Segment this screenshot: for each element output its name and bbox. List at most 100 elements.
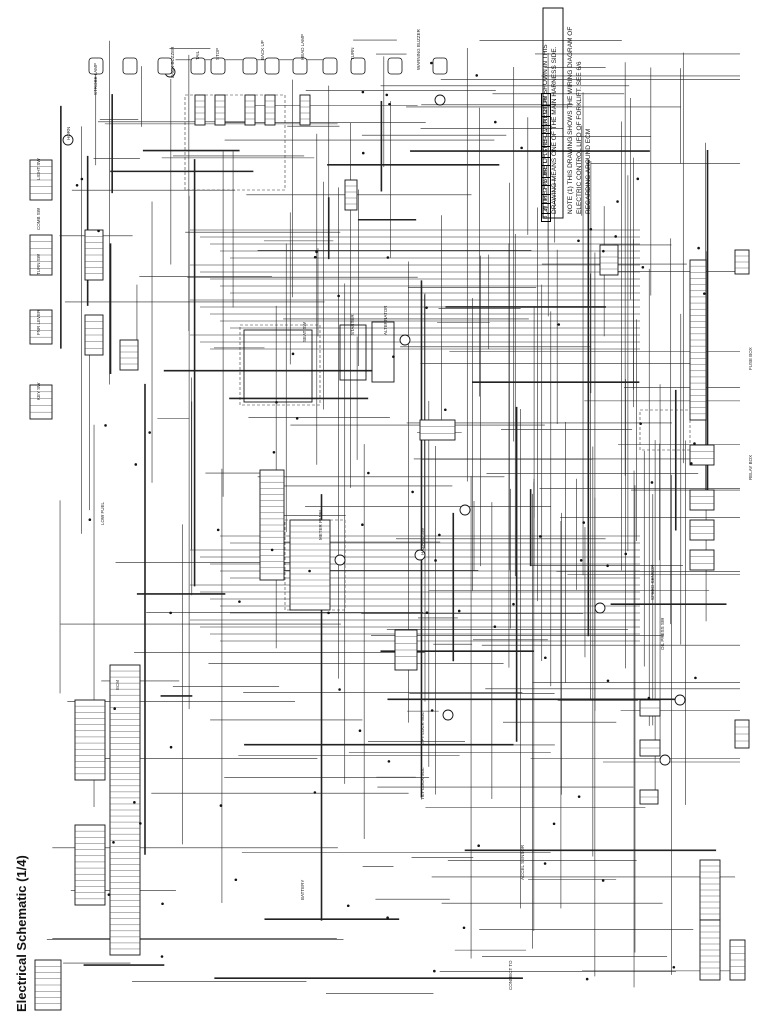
wire-junction <box>275 400 278 404</box>
wire-junction <box>512 602 515 606</box>
component-label: TAIL <box>195 50 200 60</box>
wire-junction <box>672 965 676 969</box>
lamp-connector <box>157 57 173 75</box>
wire-junction <box>552 822 556 826</box>
component-label: TURN SW <box>36 254 41 275</box>
wire-junction <box>577 239 580 243</box>
wire-junction <box>134 463 138 466</box>
wire-junction <box>388 102 391 106</box>
wire-junction <box>703 292 706 295</box>
wire-junction <box>589 227 593 231</box>
connector-block <box>74 699 106 781</box>
lamp-connector <box>292 57 308 75</box>
connector-block <box>689 489 715 511</box>
connector-block <box>419 419 456 441</box>
color-code-cell: LG <box>541 146 551 158</box>
wire-junction <box>434 559 437 562</box>
component-symbol <box>434 94 446 106</box>
wire-junction <box>475 74 479 77</box>
component-label: TILT LOCK SOL <box>420 767 425 800</box>
wire-junction <box>385 93 389 97</box>
color-code-cell: SB <box>541 105 551 117</box>
wire-junction <box>270 548 274 552</box>
wire-junction <box>75 183 79 187</box>
wire-junction <box>80 177 84 181</box>
lamp-connector <box>190 57 206 75</box>
component-label: HAZARD SW <box>420 528 425 555</box>
wire-junction <box>602 249 605 253</box>
wire-junction <box>690 462 693 465</box>
wire-junction <box>291 352 295 356</box>
connector-block <box>214 94 226 126</box>
note-line-2: ELECTRIC CONTROL LIFO OF FORKLIFT. SEE 6… <box>576 61 583 214</box>
component-label: LOW FUEL <box>100 501 105 525</box>
color-code-cell: L <box>541 157 551 166</box>
wire-junction <box>148 431 151 434</box>
connector-block <box>74 824 106 906</box>
component-label: SEAT SW <box>302 322 307 342</box>
wire-junction <box>295 417 299 420</box>
wire-junction <box>430 61 433 65</box>
wire-junction <box>582 521 586 524</box>
component-symbol <box>442 709 454 721</box>
connector-block <box>119 339 139 371</box>
connector-block <box>344 179 358 211</box>
component-label: CONNECT TO <box>508 960 513 990</box>
component-label: KEY SW <box>36 382 41 400</box>
wire-junction <box>647 696 651 700</box>
wire-junction <box>577 795 581 798</box>
connector-block <box>599 244 619 276</box>
color-code-cell: B <box>541 213 551 222</box>
lamp-connector <box>88 57 104 75</box>
starter-frame <box>371 321 395 383</box>
component-label: STARTER <box>350 314 355 335</box>
lamp-connector <box>387 57 403 75</box>
component-label: SPEED SENSOR <box>650 564 655 600</box>
wire-junction <box>367 471 370 475</box>
wire-junction <box>641 265 645 269</box>
lamp-connector <box>432 57 448 75</box>
wire-junction <box>313 255 317 259</box>
wire-junction <box>425 611 429 615</box>
wire-junction <box>636 177 640 181</box>
component-label: STROBE LAMP <box>93 62 98 95</box>
wire-junction <box>169 745 173 749</box>
wire-junction <box>272 451 276 454</box>
wire-junction <box>557 323 561 326</box>
wire-junction <box>234 878 238 882</box>
wire-junction <box>386 256 390 259</box>
component-symbol <box>334 554 346 566</box>
component-label: METER PANEL <box>318 508 323 540</box>
component-label: FNR LEVER <box>36 309 41 335</box>
lamp-connector <box>242 57 258 75</box>
wire-junction <box>694 676 697 680</box>
component-label: ACCEL SENSOR <box>520 844 525 880</box>
component-label: ECM <box>115 680 120 690</box>
component-label: WARNING BUZZER <box>416 29 421 70</box>
color-code-cell: PU <box>541 93 551 106</box>
wire-junction <box>337 294 340 298</box>
wire-junction <box>425 306 428 309</box>
lamp-connector <box>322 57 338 75</box>
wire-junction <box>579 559 583 562</box>
note-line-1: NOTE (1) THIS DRAWING SHOWS THE WIRING D… <box>567 26 574 214</box>
wire-junction <box>161 902 164 906</box>
lamp-connector <box>264 57 280 75</box>
component-label: HORN <box>66 126 71 140</box>
wire-junction <box>585 977 589 981</box>
connector-block <box>289 519 331 611</box>
wire-junction <box>493 625 497 628</box>
wire-junction <box>601 879 605 882</box>
component-label: FUSE BOX <box>748 347 753 370</box>
wire-junction <box>624 552 628 556</box>
component-label: TURN <box>350 47 355 61</box>
connector-block <box>689 444 715 466</box>
wire-junction <box>538 535 542 538</box>
note-line-5: DRAWING MEANS ONE OF THE MAIN HARNESS SI… <box>551 46 558 214</box>
wire-junction <box>338 688 341 691</box>
connector-block <box>689 519 715 541</box>
connector-block <box>299 94 311 126</box>
group-outline <box>639 409 691 451</box>
